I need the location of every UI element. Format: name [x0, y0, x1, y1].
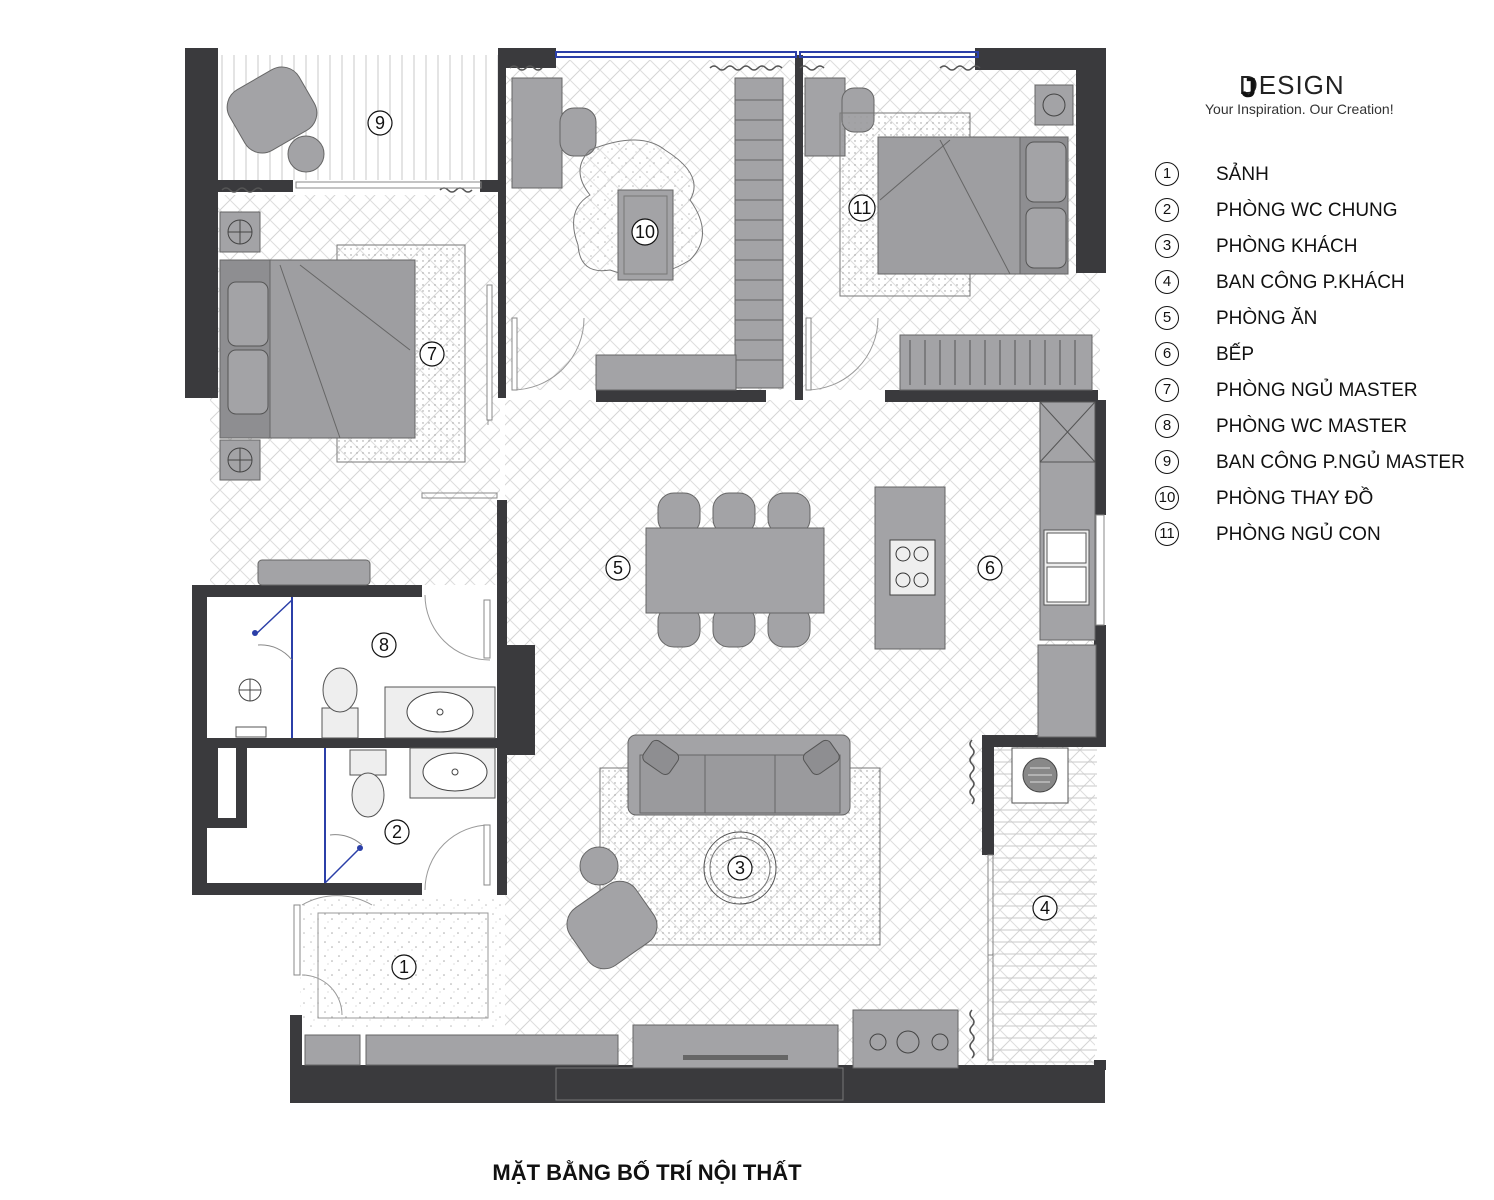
legend-label: SẢNH: [1216, 164, 1269, 185]
legend-item: 1 SẢNH: [1155, 160, 1485, 196]
logo-tagline: Your Inspiration. Our Creation!: [1205, 101, 1394, 117]
plan-title-wrap: MẶT BẰNG BỐ TRÍ NỘI THẤT: [0, 1160, 1254, 1186]
plan-title: MẶT BẰNG BỐ TRÍ NỘI THẤT: [492, 1160, 802, 1185]
legend-label: PHÒNG ĂN: [1216, 308, 1318, 329]
legend-number: 9: [1155, 450, 1179, 474]
curtains: [221, 65, 981, 1059]
legend-number: 1: [1155, 162, 1179, 186]
living-balcony-furniture: [1011, 747, 1069, 804]
walls: [185, 48, 1106, 1103]
svg-text:7: 7: [427, 344, 437, 364]
sliding-doors: [295, 181, 994, 1061]
svg-text:8: 8: [379, 635, 389, 655]
logo-mark: J: [1241, 72, 1257, 103]
legend-label: BẾP: [1216, 344, 1255, 365]
svg-text:5: 5: [613, 558, 623, 578]
legend-item: 4 BAN CÔNG P.KHÁCH: [1155, 268, 1485, 304]
room-markers: 9 10 11 7 5 6 8 2 3 4 1: [367, 110, 1058, 980]
room-marker-6: 6: [977, 555, 1003, 581]
legend-number: 5: [1155, 306, 1179, 330]
legend-item: 11 PHÒNG NGỦ CON: [1155, 520, 1485, 556]
legend-label: PHÒNG KHÁCH: [1216, 236, 1358, 257]
room-marker-11: 11: [848, 194, 876, 222]
legend-number: 10: [1155, 486, 1179, 510]
legend-label: BAN CÔNG P.NGỦ MASTER: [1216, 452, 1465, 473]
legend-label: PHÒNG WC MASTER: [1216, 416, 1408, 437]
legend-number: 3: [1155, 234, 1179, 258]
svg-text:3: 3: [735, 858, 745, 878]
legend-item: 6 BẾP: [1155, 340, 1485, 376]
brand-logo: J DESIGN Your Inspiration. Our Creation!: [1205, 70, 1435, 117]
room-marker-8: 8: [371, 632, 397, 658]
entry-furniture: [304, 912, 619, 1066]
legend-item: 3 PHÒNG KHÁCH: [1155, 232, 1485, 268]
legend-item: 2 PHÒNG WC CHUNG: [1155, 196, 1485, 232]
kid-bedroom-furniture: [804, 77, 1093, 391]
svg-text:6: 6: [985, 558, 995, 578]
legend-label: PHÒNG NGỦ CON: [1216, 524, 1381, 545]
logo-name: DESIGN: [1239, 70, 1345, 100]
legend-label: BAN CÔNG P.KHÁCH: [1216, 272, 1405, 293]
svg-text:10: 10: [635, 222, 655, 242]
room-marker-7: 7: [419, 341, 445, 367]
svg-text:4: 4: [1040, 898, 1050, 918]
windows: [555, 51, 1105, 626]
room-marker-2: 2: [384, 819, 410, 845]
room-marker-5: 5: [605, 555, 631, 581]
legend-number: 6: [1155, 342, 1179, 366]
legend-item: 8 PHÒNG WC MASTER: [1155, 412, 1485, 448]
svg-text:11: 11: [853, 198, 872, 218]
legend-number: 4: [1155, 270, 1179, 294]
room-marker-4: 4: [1032, 895, 1058, 921]
legend-label: PHÒNG WC CHUNG: [1216, 200, 1398, 221]
room-marker-10: 10: [631, 218, 659, 246]
legend-item: 5 PHÒNG ĂN: [1155, 304, 1485, 340]
svg-text:1: 1: [399, 957, 409, 977]
dining-furniture: [645, 492, 825, 648]
kitchen-furniture: [874, 401, 1097, 738]
svg-text:9: 9: [375, 113, 385, 133]
legend-number: 8: [1155, 414, 1179, 438]
closet-furniture: [511, 77, 784, 391]
common-wc-fixtures: [324, 747, 496, 884]
door-swings: [293, 284, 879, 1016]
legend-item: 7 PHÒNG NGỦ MASTER: [1155, 376, 1485, 412]
svg-text:2: 2: [392, 822, 402, 842]
legend-number: 2: [1155, 198, 1179, 222]
master-balcony-furniture: [226, 66, 325, 173]
master-wc-fixtures: [235, 597, 496, 739]
room-marker-1: 1: [391, 954, 417, 980]
room-marker-3: 3: [727, 855, 753, 881]
legend-number: 11: [1155, 522, 1179, 546]
legend-label: PHÒNG THAY ĐỒ: [1216, 488, 1374, 509]
room-marker-9: 9: [367, 110, 393, 136]
legend-item: 10 PHÒNG THAY ĐỒ: [1155, 484, 1485, 520]
legend-number: 7: [1155, 378, 1179, 402]
legend-item: 9 BAN CÔNG P.NGỦ MASTER: [1155, 448, 1485, 484]
legend-label: PHÒNG NGỦ MASTER: [1216, 380, 1418, 401]
